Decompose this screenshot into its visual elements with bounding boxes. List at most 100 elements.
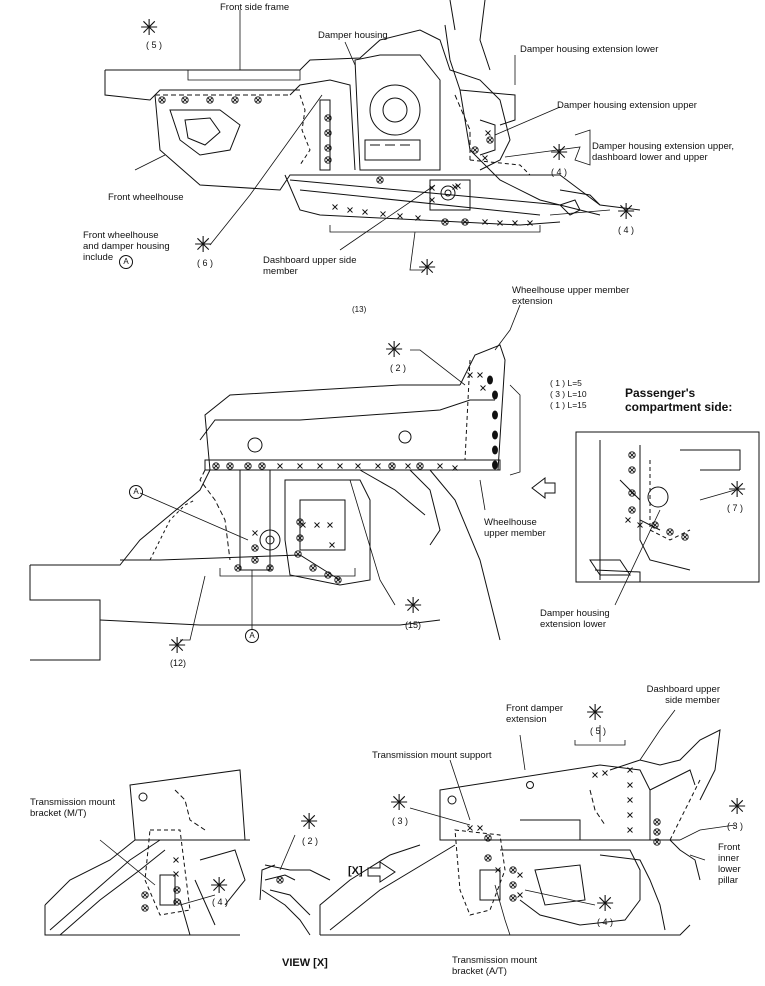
- count-label: ( 2 ): [390, 363, 407, 373]
- plug-weld-mark: [637, 522, 643, 528]
- star-symbol: ✳: [617, 200, 636, 225]
- middle-leader-lines: [139, 304, 736, 641]
- spot-weld-mark: [173, 886, 181, 894]
- plug-weld-mark: [627, 812, 633, 818]
- plug-weld-mark: [252, 530, 258, 536]
- label-front-inner-lower-pillar: Front inner lower pillar: [718, 842, 741, 886]
- spot-weld-mark: [206, 96, 214, 104]
- top-leader-lines: [134, 10, 611, 271]
- spot-weld-mark: [296, 534, 304, 542]
- plug-weld-mark: [429, 197, 435, 203]
- label-damper-housing-ext-upper: Damper housing extension upper: [557, 100, 697, 111]
- count-label: ( 2 ): [302, 836, 319, 846]
- star-symbol: ✳: [194, 233, 213, 258]
- plug-weld-mark: [327, 522, 333, 528]
- spot-weld-mark: [471, 146, 479, 154]
- plug-weld-mark: [482, 219, 488, 225]
- plug-weld-mark: [329, 542, 335, 548]
- count-label: ( 7 ): [727, 503, 744, 513]
- spot-weld-mark: [441, 218, 449, 226]
- plug-weld-mark: [627, 767, 633, 773]
- plug-weld-mark: [314, 522, 320, 528]
- count-label: (15): [405, 620, 422, 630]
- circle-a-marker: A: [129, 485, 143, 499]
- label-view-x: VIEW [X]: [282, 957, 328, 969]
- plug-weld-mark: [467, 372, 473, 378]
- plug-weld-mark: [415, 215, 421, 221]
- plug-weld-mark: [300, 522, 306, 528]
- star-symbol: ✳: [550, 141, 569, 166]
- plug-weld-mark: [517, 872, 523, 878]
- plug-weld-mark: [497, 220, 503, 226]
- mig-weld-mark: [492, 445, 498, 455]
- plug-weld-mark: [397, 213, 403, 219]
- figure-number: (13): [352, 305, 367, 314]
- label-front-wheelhouse: Front wheelhouse: [108, 192, 184, 203]
- label-passenger-compartment-side: Passenger's compartment side:: [625, 386, 733, 414]
- weld-marks-all: [141, 96, 689, 912]
- spot-weld-mark: [309, 564, 317, 572]
- count-label: ( 5 ): [146, 40, 163, 50]
- star-symbol: ✳: [728, 795, 747, 820]
- spot-weld-mark: [324, 144, 332, 152]
- spot-weld-mark: [628, 466, 636, 474]
- star-symbol: ✳: [300, 810, 319, 835]
- plug-weld-mark: [452, 184, 458, 190]
- plug-weld-mark: [332, 204, 338, 210]
- spot-weld-mark: [376, 176, 384, 184]
- spot-weld-mark: [484, 834, 492, 842]
- count-label: ( 6 ): [197, 258, 214, 268]
- plug-weld-mark: [405, 463, 411, 469]
- count-label: ( 3 ): [392, 816, 409, 826]
- legend-row: ( 3 ) L=10: [550, 389, 587, 399]
- bottom-leader-lines: [99, 709, 736, 936]
- plug-weld-mark: [482, 155, 488, 161]
- star-symbol: ✳: [596, 892, 615, 917]
- spot-weld-mark: [334, 576, 342, 584]
- spot-weld-mark: [461, 218, 469, 226]
- count-label: ( 4 ): [551, 167, 568, 177]
- spot-weld-mark: [486, 136, 494, 144]
- plug-weld-mark: [455, 183, 461, 189]
- plug-weld-mark: [337, 463, 343, 469]
- mig-weld-mark: [492, 390, 498, 400]
- middle-arrow: [531, 476, 556, 500]
- plug-weld-mark: [437, 463, 443, 469]
- spot-weld-mark: [509, 894, 517, 902]
- spot-weld-mark: [484, 854, 492, 862]
- spot-weld-mark: [653, 818, 661, 826]
- spot-weld-mark: [628, 451, 636, 459]
- count-label: (12): [170, 658, 187, 668]
- count-label: ( 4 ): [212, 897, 229, 907]
- count-label: ( 3 ): [727, 821, 744, 831]
- star-symbol: ✳: [140, 16, 159, 41]
- spot-weld-mark: [276, 876, 284, 884]
- spot-weld-mark: [653, 828, 661, 836]
- mig-weld-mark: [487, 375, 493, 385]
- legend-row: ( 1 ) L=5: [550, 378, 582, 388]
- label-dashboard-upper-side-member: Dashboard upper side member: [263, 255, 357, 277]
- spot-weld-mark: [141, 904, 149, 912]
- spot-weld-mark: [681, 533, 689, 541]
- plug-weld-mark: [527, 220, 533, 226]
- bottom-left-drawing: [44, 769, 250, 936]
- count-label: ( 4 ): [618, 225, 635, 235]
- count-label: ( 5 ): [590, 726, 607, 736]
- label-front-damper-extension: Front damper extension: [506, 703, 564, 725]
- middle-assembly-drawing: [29, 344, 506, 661]
- bottom-right-drawing: [319, 729, 721, 936]
- spot-weld-mark: [258, 462, 266, 470]
- plug-weld-mark: [429, 185, 435, 191]
- plug-weld-mark: [495, 867, 501, 873]
- plug-weld-mark: [355, 463, 361, 469]
- spot-weld-mark: [666, 528, 674, 536]
- spot-weld-mark: [181, 96, 189, 104]
- mig-weld-mark: [492, 430, 498, 440]
- plug-weld-mark: [317, 463, 323, 469]
- plug-weld-mark: [477, 825, 483, 831]
- plug-weld-mark: [362, 209, 368, 215]
- spot-weld-mark: [244, 462, 252, 470]
- plug-weld-mark: [347, 207, 353, 213]
- plug-weld-mark: [592, 772, 598, 778]
